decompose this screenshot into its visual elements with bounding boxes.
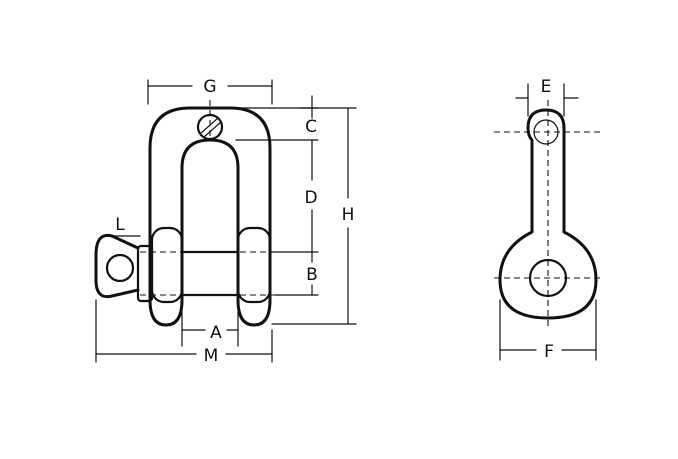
right-lug xyxy=(236,226,272,304)
dim-label-L: L xyxy=(115,215,125,235)
pin-head-hole xyxy=(105,253,135,283)
dim-label-D: D xyxy=(304,188,317,208)
left-leg-lower xyxy=(148,243,184,327)
dim-label-C: C xyxy=(305,117,317,137)
side-view xyxy=(494,100,600,328)
right-leg-lower xyxy=(236,243,272,327)
dim-label-G: G xyxy=(203,77,216,97)
dim-label-H: H xyxy=(342,205,355,225)
side-body xyxy=(498,108,598,320)
dim-label-B: B xyxy=(306,265,318,285)
dim-label-M: M xyxy=(204,346,219,366)
dim-label-F: F xyxy=(544,342,554,362)
pin-head xyxy=(94,233,140,299)
front-dimensions: G C D B H L A M xyxy=(95,77,357,366)
left-lug xyxy=(150,226,184,304)
bow-inner xyxy=(180,138,240,247)
front-view xyxy=(94,100,280,327)
side-dimensions: E F xyxy=(499,77,597,362)
dim-label-E: E xyxy=(541,77,552,97)
pin-collar xyxy=(136,244,154,303)
bow-outer xyxy=(148,106,272,247)
dim-label-A: A xyxy=(210,323,222,343)
